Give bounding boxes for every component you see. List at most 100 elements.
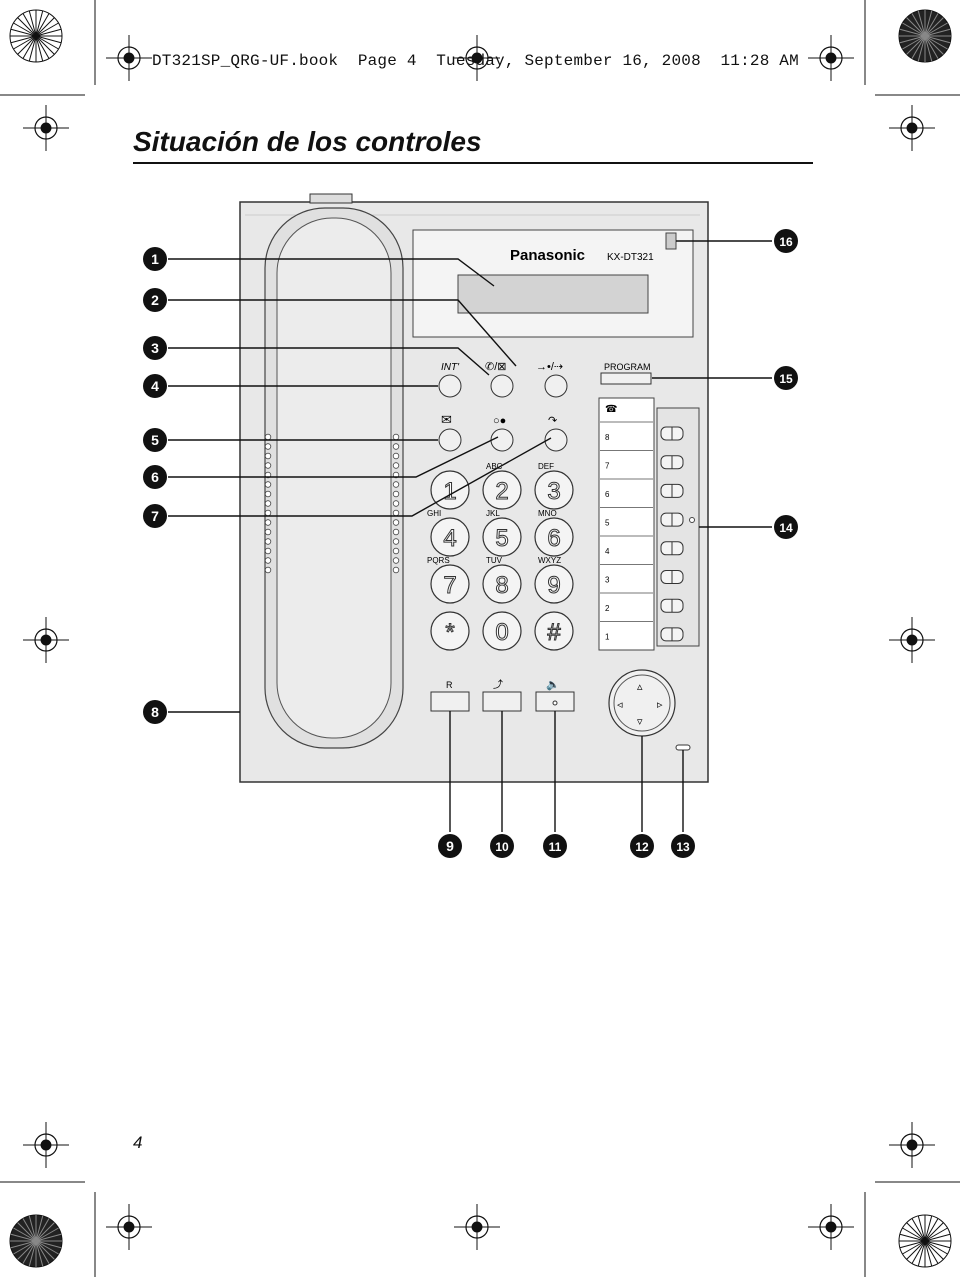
key-digit: 0 xyxy=(495,619,508,646)
svg-text:1: 1 xyxy=(151,251,159,267)
key-6[interactable] xyxy=(534,517,574,557)
svg-text:11: 11 xyxy=(549,840,562,854)
key-letters: TUV xyxy=(486,556,503,565)
message-icon: ✉ xyxy=(441,412,452,427)
conference-icon: ○● xyxy=(493,415,506,427)
message-lamp xyxy=(665,232,677,250)
svg-text:16: 16 xyxy=(779,235,793,249)
line-key-indicator xyxy=(689,517,695,523)
key-5[interactable] xyxy=(482,517,522,557)
key-8[interactable] xyxy=(482,564,522,604)
intercom-button[interactable] xyxy=(438,374,462,398)
svg-text:12: 12 xyxy=(635,840,649,854)
key-digit: * xyxy=(445,619,454,646)
program-label: PROGRAM xyxy=(604,362,651,372)
callout-14: 14 xyxy=(774,515,798,539)
redial-icon: ↷ xyxy=(548,415,557,427)
directory-line-label: 5 xyxy=(605,519,610,528)
callout-10: 10 xyxy=(490,834,514,858)
key-letters: GHI xyxy=(427,509,441,518)
program-button[interactable] xyxy=(600,372,652,385)
key-digit: 4 xyxy=(443,525,456,552)
key-2[interactable] xyxy=(482,470,522,510)
leader-lines xyxy=(168,240,772,832)
key-digit: 1 xyxy=(443,478,456,505)
conference-button[interactable] xyxy=(490,428,514,452)
model-label: KX-DT321 xyxy=(607,252,654,263)
svg-text:2: 2 xyxy=(151,292,159,308)
key-digit: 5 xyxy=(495,525,508,552)
callout-5: 5 xyxy=(143,428,167,452)
fwd-dnd-button[interactable] xyxy=(544,374,568,398)
page-number: 4 xyxy=(133,1133,143,1152)
brand-logo: Panasonic xyxy=(510,247,585,264)
hold-icon: ⤴ xyxy=(493,678,503,691)
callout-9: 9 xyxy=(438,834,462,858)
callout-6: 6 xyxy=(143,465,167,489)
key-7[interactable] xyxy=(430,564,470,604)
book-header: DT321SP_QRG-UF.book Page 4 Tuesday, Sept… xyxy=(152,52,799,70)
svg-text:15: 15 xyxy=(779,372,793,386)
svg-text:5: 5 xyxy=(151,432,159,448)
key-4[interactable] xyxy=(430,517,470,557)
handset-icon: ☎ xyxy=(605,404,617,415)
nav-left-icon[interactable]: ◃ xyxy=(617,699,623,711)
directory-line-label: 7 xyxy=(605,462,610,471)
key-9[interactable] xyxy=(534,564,574,604)
speaker-icon: 🔈 xyxy=(546,679,560,691)
key-digit: # xyxy=(547,619,561,646)
callout-13: 13 xyxy=(671,834,695,858)
key-0[interactable] xyxy=(482,611,522,651)
directory-line-label: 4 xyxy=(605,547,610,556)
key-digit: 9 xyxy=(547,572,560,599)
svg-text:10: 10 xyxy=(495,840,509,854)
svg-text:3: 3 xyxy=(151,340,159,356)
transfer-mute-icon: ✆/⊠ xyxy=(485,361,507,373)
directory-line-label: 3 xyxy=(605,576,610,585)
svg-text:14: 14 xyxy=(779,521,793,535)
key-letters: JKL xyxy=(486,509,500,518)
nav-right-icon[interactable]: ▹ xyxy=(657,699,663,711)
callout-16: 16 xyxy=(774,229,798,253)
callout-11: 11 xyxy=(543,834,567,858)
nav-up-icon[interactable]: ▵ xyxy=(637,681,643,693)
callout-1: 1 xyxy=(143,247,167,271)
key-digit: 8 xyxy=(495,572,508,599)
hook-tab xyxy=(309,193,353,204)
key-star[interactable] xyxy=(430,611,470,651)
redial-button[interactable] xyxy=(544,428,568,452)
svg-text:6: 6 xyxy=(151,469,159,485)
key-letters: ABC xyxy=(486,462,503,471)
directory-line-label: 8 xyxy=(605,433,610,442)
key-digit: 6 xyxy=(547,525,560,552)
r-label: R xyxy=(446,680,453,690)
key-letters: DEF xyxy=(538,462,554,471)
key-hash[interactable] xyxy=(534,611,574,651)
handset-inner xyxy=(276,217,392,739)
page-title: Situación de los controles xyxy=(133,126,482,157)
key-3[interactable] xyxy=(534,470,574,510)
int-label: INT' xyxy=(441,362,460,373)
callout-4: 4 xyxy=(143,374,167,398)
key-digit: 2 xyxy=(495,478,508,505)
lcd-display xyxy=(457,274,649,314)
recall-button[interactable] xyxy=(430,691,470,712)
svg-text:7: 7 xyxy=(151,508,159,524)
message-button[interactable] xyxy=(438,428,462,452)
key-letters: WXYZ xyxy=(538,556,561,565)
nav-down-icon[interactable]: ▿ xyxy=(637,716,643,728)
callout-15: 15 xyxy=(774,366,798,390)
svg-text:4: 4 xyxy=(151,378,159,394)
microphone xyxy=(675,744,691,751)
callout-3: 3 xyxy=(143,336,167,360)
svg-text:9: 9 xyxy=(446,838,454,854)
transfer-button[interactable] xyxy=(490,374,514,398)
key-digit: 3 xyxy=(547,478,560,505)
callout-7: 7 xyxy=(143,504,167,528)
hold-button[interactable] xyxy=(482,691,522,712)
forward-dnd-icon: →•/⇢ xyxy=(536,361,563,373)
callout-12: 12 xyxy=(630,834,654,858)
svg-text:8: 8 xyxy=(151,704,159,720)
key-digit: 7 xyxy=(443,572,456,599)
